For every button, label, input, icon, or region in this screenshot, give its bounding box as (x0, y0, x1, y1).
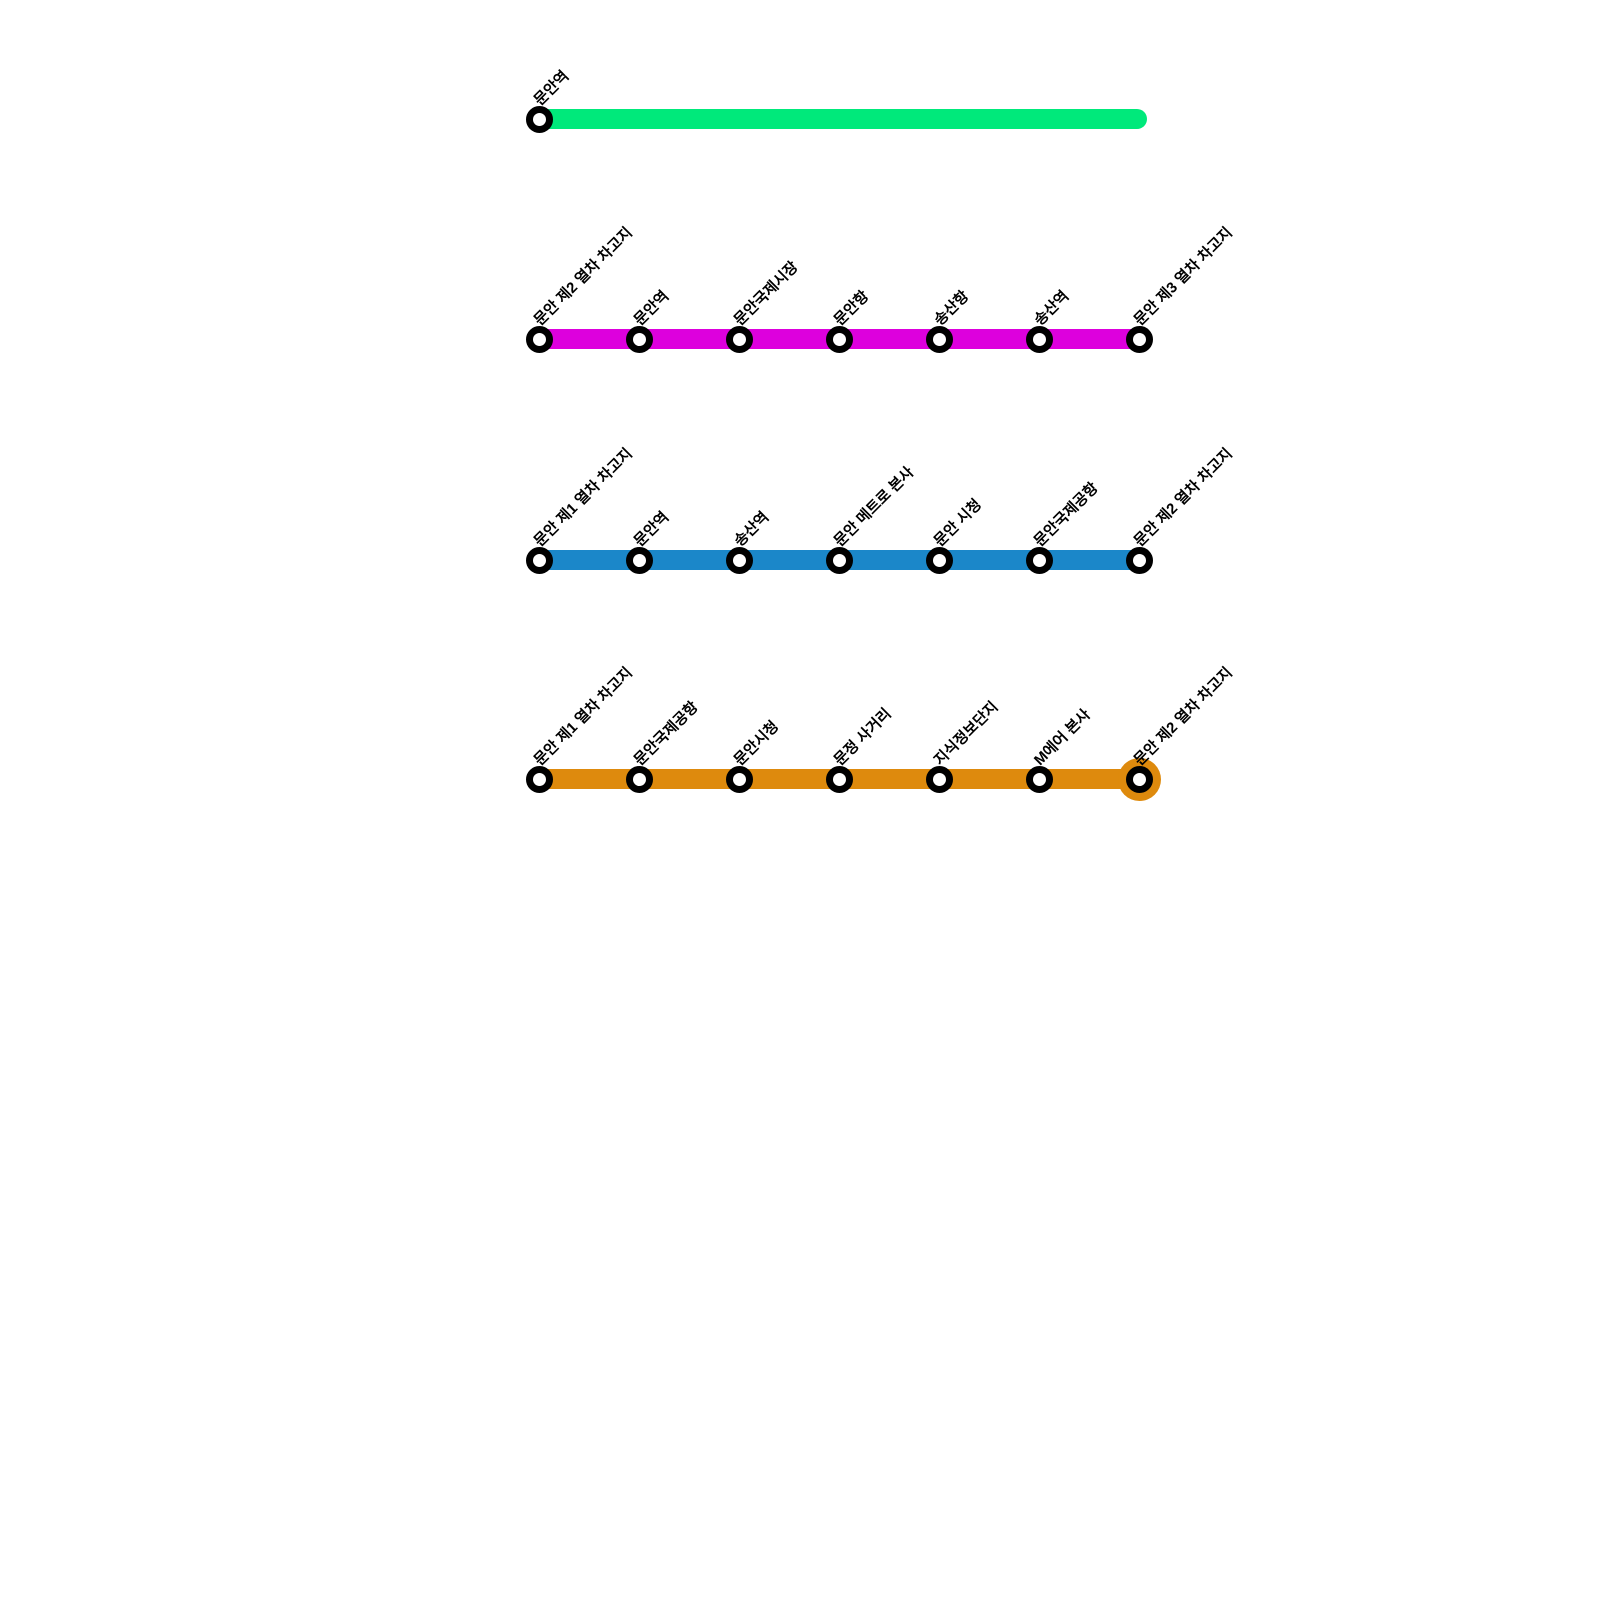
station-marker (625, 325, 653, 353)
station-label: 송산역 (1030, 287, 1073, 329)
station-marker (825, 546, 853, 574)
station-marker (725, 546, 753, 574)
station-label: 문안항 (830, 287, 873, 329)
station-label: 문안역 (630, 508, 673, 550)
station-label: 문안국제시장 (730, 258, 802, 329)
station-marker (525, 105, 553, 133)
station-marker (525, 546, 553, 574)
station-marker (625, 765, 653, 793)
station-label: 문안 제2 열차 차고지 (1130, 445, 1236, 550)
station-label: 문안 메트로 본사 (830, 463, 918, 550)
green-line-bar (539, 109, 1147, 129)
station-label: 문안국제공항 (630, 698, 702, 769)
station-label: 송산항 (930, 287, 973, 329)
station-marker (1125, 546, 1153, 574)
station-marker (1125, 765, 1153, 793)
station-marker (525, 325, 553, 353)
station-marker (525, 765, 553, 793)
station-marker (825, 325, 853, 353)
station-label: 문안국제공항 (1030, 479, 1102, 550)
station-marker (925, 325, 953, 353)
station-marker (1025, 765, 1053, 793)
station-label: 문안시청 (730, 717, 783, 769)
station-label: 문안역 (630, 287, 673, 329)
station-label: 지식정보단지 (930, 698, 1002, 769)
station-label: 문안역 (530, 67, 573, 109)
station-marker (1025, 546, 1053, 574)
station-marker (1025, 325, 1053, 353)
station-label: 송산역 (730, 508, 773, 550)
station-marker (925, 546, 953, 574)
station-label: 문안 제1 열차 차고지 (530, 445, 636, 550)
station-marker (725, 765, 753, 793)
station-label: 문안 제3 열차 차고지 (1130, 224, 1236, 329)
station-label: 문안 제2 열차 차고지 (1130, 664, 1236, 769)
station-label: 문안 제2 열차 차고지 (530, 224, 636, 329)
station-marker (1125, 325, 1153, 353)
station-marker (925, 765, 953, 793)
station-label: M에어 본사 (1030, 706, 1094, 769)
station-marker (725, 325, 753, 353)
station-marker (625, 546, 653, 574)
station-marker (825, 765, 853, 793)
station-label: 문안 제1 열차 차고지 (530, 664, 636, 769)
station-label: 문안 시청 (930, 495, 985, 550)
station-label: 문정 사거리 (830, 705, 895, 769)
